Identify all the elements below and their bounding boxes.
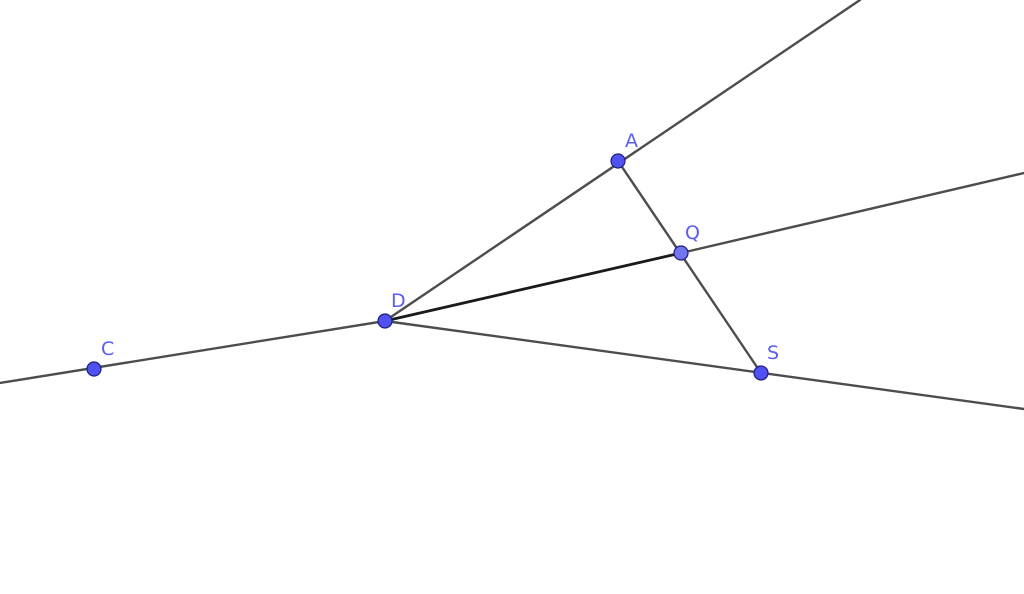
label-c: C xyxy=(101,338,114,360)
point-d[interactable] xyxy=(377,313,393,329)
point-a[interactable] xyxy=(610,153,626,169)
point-s[interactable] xyxy=(753,365,769,381)
label-q: Q xyxy=(685,222,700,244)
point-q[interactable] xyxy=(673,245,689,261)
point-c[interactable] xyxy=(86,361,102,377)
label-a: A xyxy=(625,130,638,152)
ray-dq-extension[interactable] xyxy=(679,171,1024,255)
segment-as[interactable] xyxy=(616,159,763,375)
segment-dq[interactable] xyxy=(383,251,683,323)
line-cd[interactable] xyxy=(0,319,387,385)
label-d: D xyxy=(391,290,406,312)
label-s: S xyxy=(767,342,779,364)
ray-ds[interactable] xyxy=(383,319,1024,411)
